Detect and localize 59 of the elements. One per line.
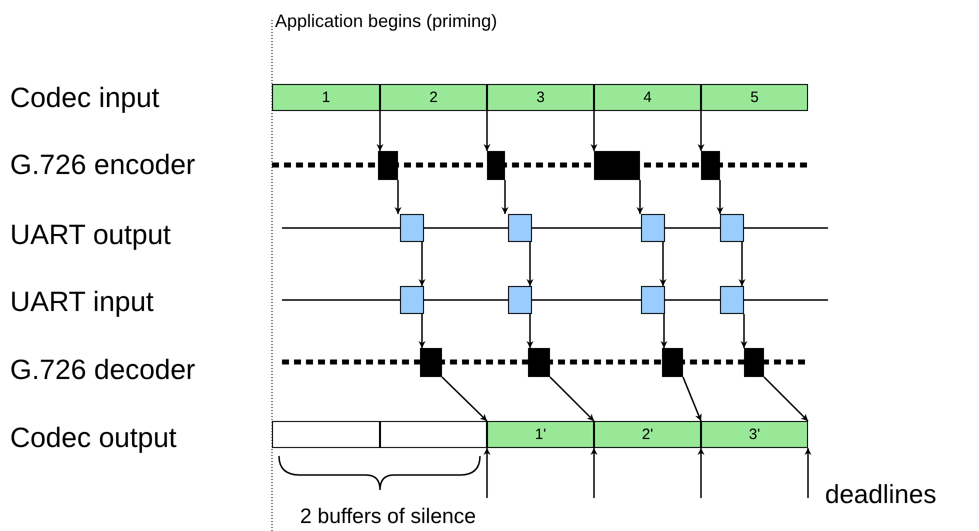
arrow: [418, 314, 426, 348]
arrow: [682, 376, 702, 422]
buffer-segment: 4: [594, 84, 701, 111]
processing-block: [420, 348, 442, 377]
transfer-block: [641, 214, 665, 242]
buffer-segment: 1': [487, 421, 594, 448]
deadline-arrow: [698, 448, 704, 498]
silence-buffer: [272, 421, 380, 448]
arrow: [740, 314, 748, 348]
arrow: [698, 111, 704, 151]
processing-block: [528, 348, 550, 377]
arrow: [738, 242, 746, 286]
transfer-block: [641, 286, 665, 314]
row-label: Codec input: [10, 84, 160, 112]
arrow: [376, 111, 384, 151]
arrow: [418, 242, 426, 286]
arrow: [484, 111, 490, 151]
arrow: [502, 180, 508, 214]
processing-block: [378, 151, 398, 180]
caption-text: Application begins (priming): [275, 12, 498, 30]
processing-block: [744, 348, 764, 377]
arrow: [441, 376, 488, 422]
annotation-text: 2 buffers of silence: [300, 506, 476, 527]
transfer-block: [508, 214, 532, 242]
arrow: [549, 376, 595, 422]
deadline-arrow: [804, 448, 812, 498]
annotation-text: deadlines: [825, 481, 936, 507]
buffer-segment: 3: [487, 84, 594, 111]
arrow: [660, 314, 668, 348]
buffer-segment: 1: [272, 84, 380, 111]
arrow: [526, 314, 534, 348]
arrow: [763, 376, 809, 422]
transfer-block: [508, 286, 532, 314]
row-label: UART output: [10, 221, 171, 249]
buffer-segment: 3': [701, 421, 808, 448]
row-label: Codec output: [10, 424, 177, 452]
row-label: UART input: [10, 288, 154, 316]
silence-buffer: [380, 421, 487, 448]
arrow: [716, 180, 724, 214]
buffer-segment: 2: [380, 84, 487, 111]
row-label: G.726 decoder: [10, 356, 196, 384]
deadline-arrow: [590, 448, 598, 498]
buffer-segment: 2': [594, 421, 701, 448]
arrow: [526, 242, 534, 286]
processing-block: [701, 151, 720, 180]
processing-block: [487, 151, 505, 180]
processing-block: [594, 151, 640, 180]
deadline-arrow: [484, 448, 490, 498]
transfer-block: [400, 286, 424, 314]
processing-block: [662, 348, 683, 377]
arrow: [394, 180, 402, 214]
transfer-block: [720, 286, 744, 314]
transfer-block: [400, 214, 424, 242]
buffer-segment: 5: [701, 84, 808, 111]
arrow: [636, 180, 644, 214]
arrow: [590, 111, 598, 151]
row-label: G.726 encoder: [10, 151, 196, 179]
transfer-block: [720, 214, 744, 242]
arrow: [660, 242, 666, 286]
